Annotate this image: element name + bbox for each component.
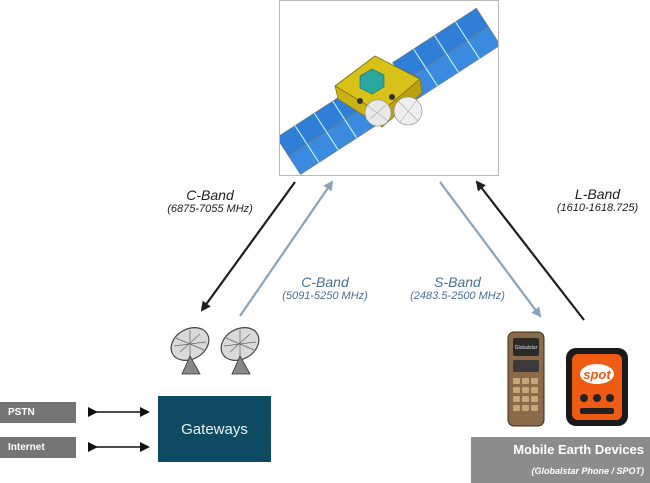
pstn-box: PSTN: [0, 402, 76, 423]
user-downlink-arrow: [439, 181, 542, 318]
gateway-uplink-arrow: [200, 181, 296, 312]
spot-device-icon: spot: [566, 348, 628, 426]
internet-box: Internet: [0, 437, 76, 458]
devices-subtitle: (Globalstar Phone / SPOT): [531, 466, 644, 476]
pstn-label: PSTN: [8, 407, 35, 418]
gateway-downlink-band: C-Band: [301, 274, 349, 290]
gateway-uplink-label: C-Band (6875-7055 MHz): [165, 187, 255, 215]
gateway-uplink-band: C-Band: [186, 187, 234, 203]
gateway-dishes-icon: [170, 327, 260, 375]
devices-title: Mobile Earth Devices: [513, 442, 644, 457]
satellite-dish-icon-2: [220, 327, 260, 375]
spot-logo-text: spot: [583, 367, 611, 382]
user-downlink-band: S-Band: [434, 274, 481, 290]
satellite-dish-left: [364, 99, 392, 127]
satellite-antenna-hex: [359, 68, 385, 95]
satellite-image-frame: [276, 0, 501, 176]
gateway-uplink-freq: (6875-7055 MHz): [167, 203, 253, 215]
user-downlink-label: S-Band (2483.5-2500 MHz): [400, 274, 515, 302]
gateways-label: Gateways: [181, 420, 248, 438]
satellite-dish-icon: [170, 327, 210, 375]
user-uplink-arrow: [475, 180, 585, 321]
user-uplink-freq: (1610-1618.725): [556, 202, 639, 214]
devices-illustration: Globalstar spot: [507, 331, 628, 427]
gateway-downlink-arrow: [239, 180, 334, 317]
mobile-devices-box: Mobile Earth Devices (Globalstar Phone /…: [471, 437, 650, 483]
globalstar-phone-icon: Globalstar: [507, 331, 545, 427]
gateway-downlink-label: C-Band (5091-5250 MHz): [275, 274, 375, 302]
user-uplink-band: L-Band: [574, 186, 621, 202]
gateway-downlink-freq: (5091-5250 MHz): [282, 290, 368, 302]
user-downlink-freq: (2483.5-2500 MHz): [410, 290, 505, 302]
user-uplink-label: L-Band (1610-1618.725): [545, 186, 650, 214]
gateways-box: Gateways: [158, 396, 271, 462]
satellite-illustration: [276, 7, 501, 175]
internet-label: Internet: [8, 442, 45, 453]
phone-brand-text: Globalstar: [515, 345, 538, 351]
